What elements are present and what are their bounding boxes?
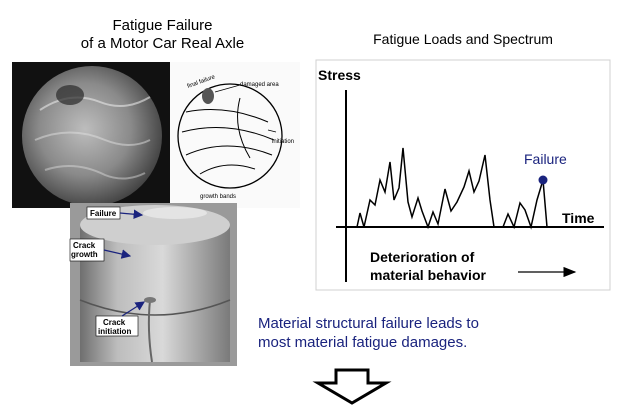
fracture-surface-photo: [12, 62, 170, 208]
deterioration-label-1: Deterioration of: [370, 249, 475, 265]
left-title-line2: of a Motor Car Real Axle: [80, 35, 245, 52]
axle-photo: Failure Crack growth Crack initiation: [69, 203, 237, 366]
photo-label-failure: Failure: [90, 209, 117, 218]
sketch-label-damaged-area: damaged area: [240, 82, 279, 88]
stress-signal-line: [346, 147, 552, 230]
sketch-label-initiation: initiation: [272, 139, 294, 145]
photo-label-crack-growth-1: Crack: [73, 241, 96, 250]
sketch-label-growth-bands: growth bands: [200, 194, 236, 200]
caption-line1: Material structural failure leads to: [258, 315, 479, 332]
deterioration-label-2: material behavior: [370, 267, 486, 283]
left-panel-title: Fatigue Failure of a Motor Car Real Axle: [40, 17, 285, 53]
hollow-down-arrow-icon: [312, 368, 392, 405]
failure-point: [538, 175, 548, 185]
left-title-line1: Fatigue Failure: [112, 17, 213, 34]
photo-label-crack-growth-2: growth: [71, 250, 98, 259]
stress-time-graph: Stress Time Failure Deterioration of mat…: [315, 59, 611, 291]
y-axis-label: Stress: [318, 67, 361, 83]
fracture-sketch: final failure damaged area initiation gr…: [170, 62, 300, 208]
x-axis-label: Time: [562, 210, 595, 226]
failure-label: Failure: [524, 151, 567, 167]
photo-label-crack-initiation-2: initiation: [98, 327, 131, 336]
caption-line2: most material fatigue damages.: [258, 334, 468, 351]
photo-label-crack-initiation-1: Crack: [103, 318, 126, 327]
summary-caption: Material structural failure leads to mos…: [258, 314, 558, 352]
right-panel-title: Fatigue Loads and Spectrum: [373, 31, 553, 47]
